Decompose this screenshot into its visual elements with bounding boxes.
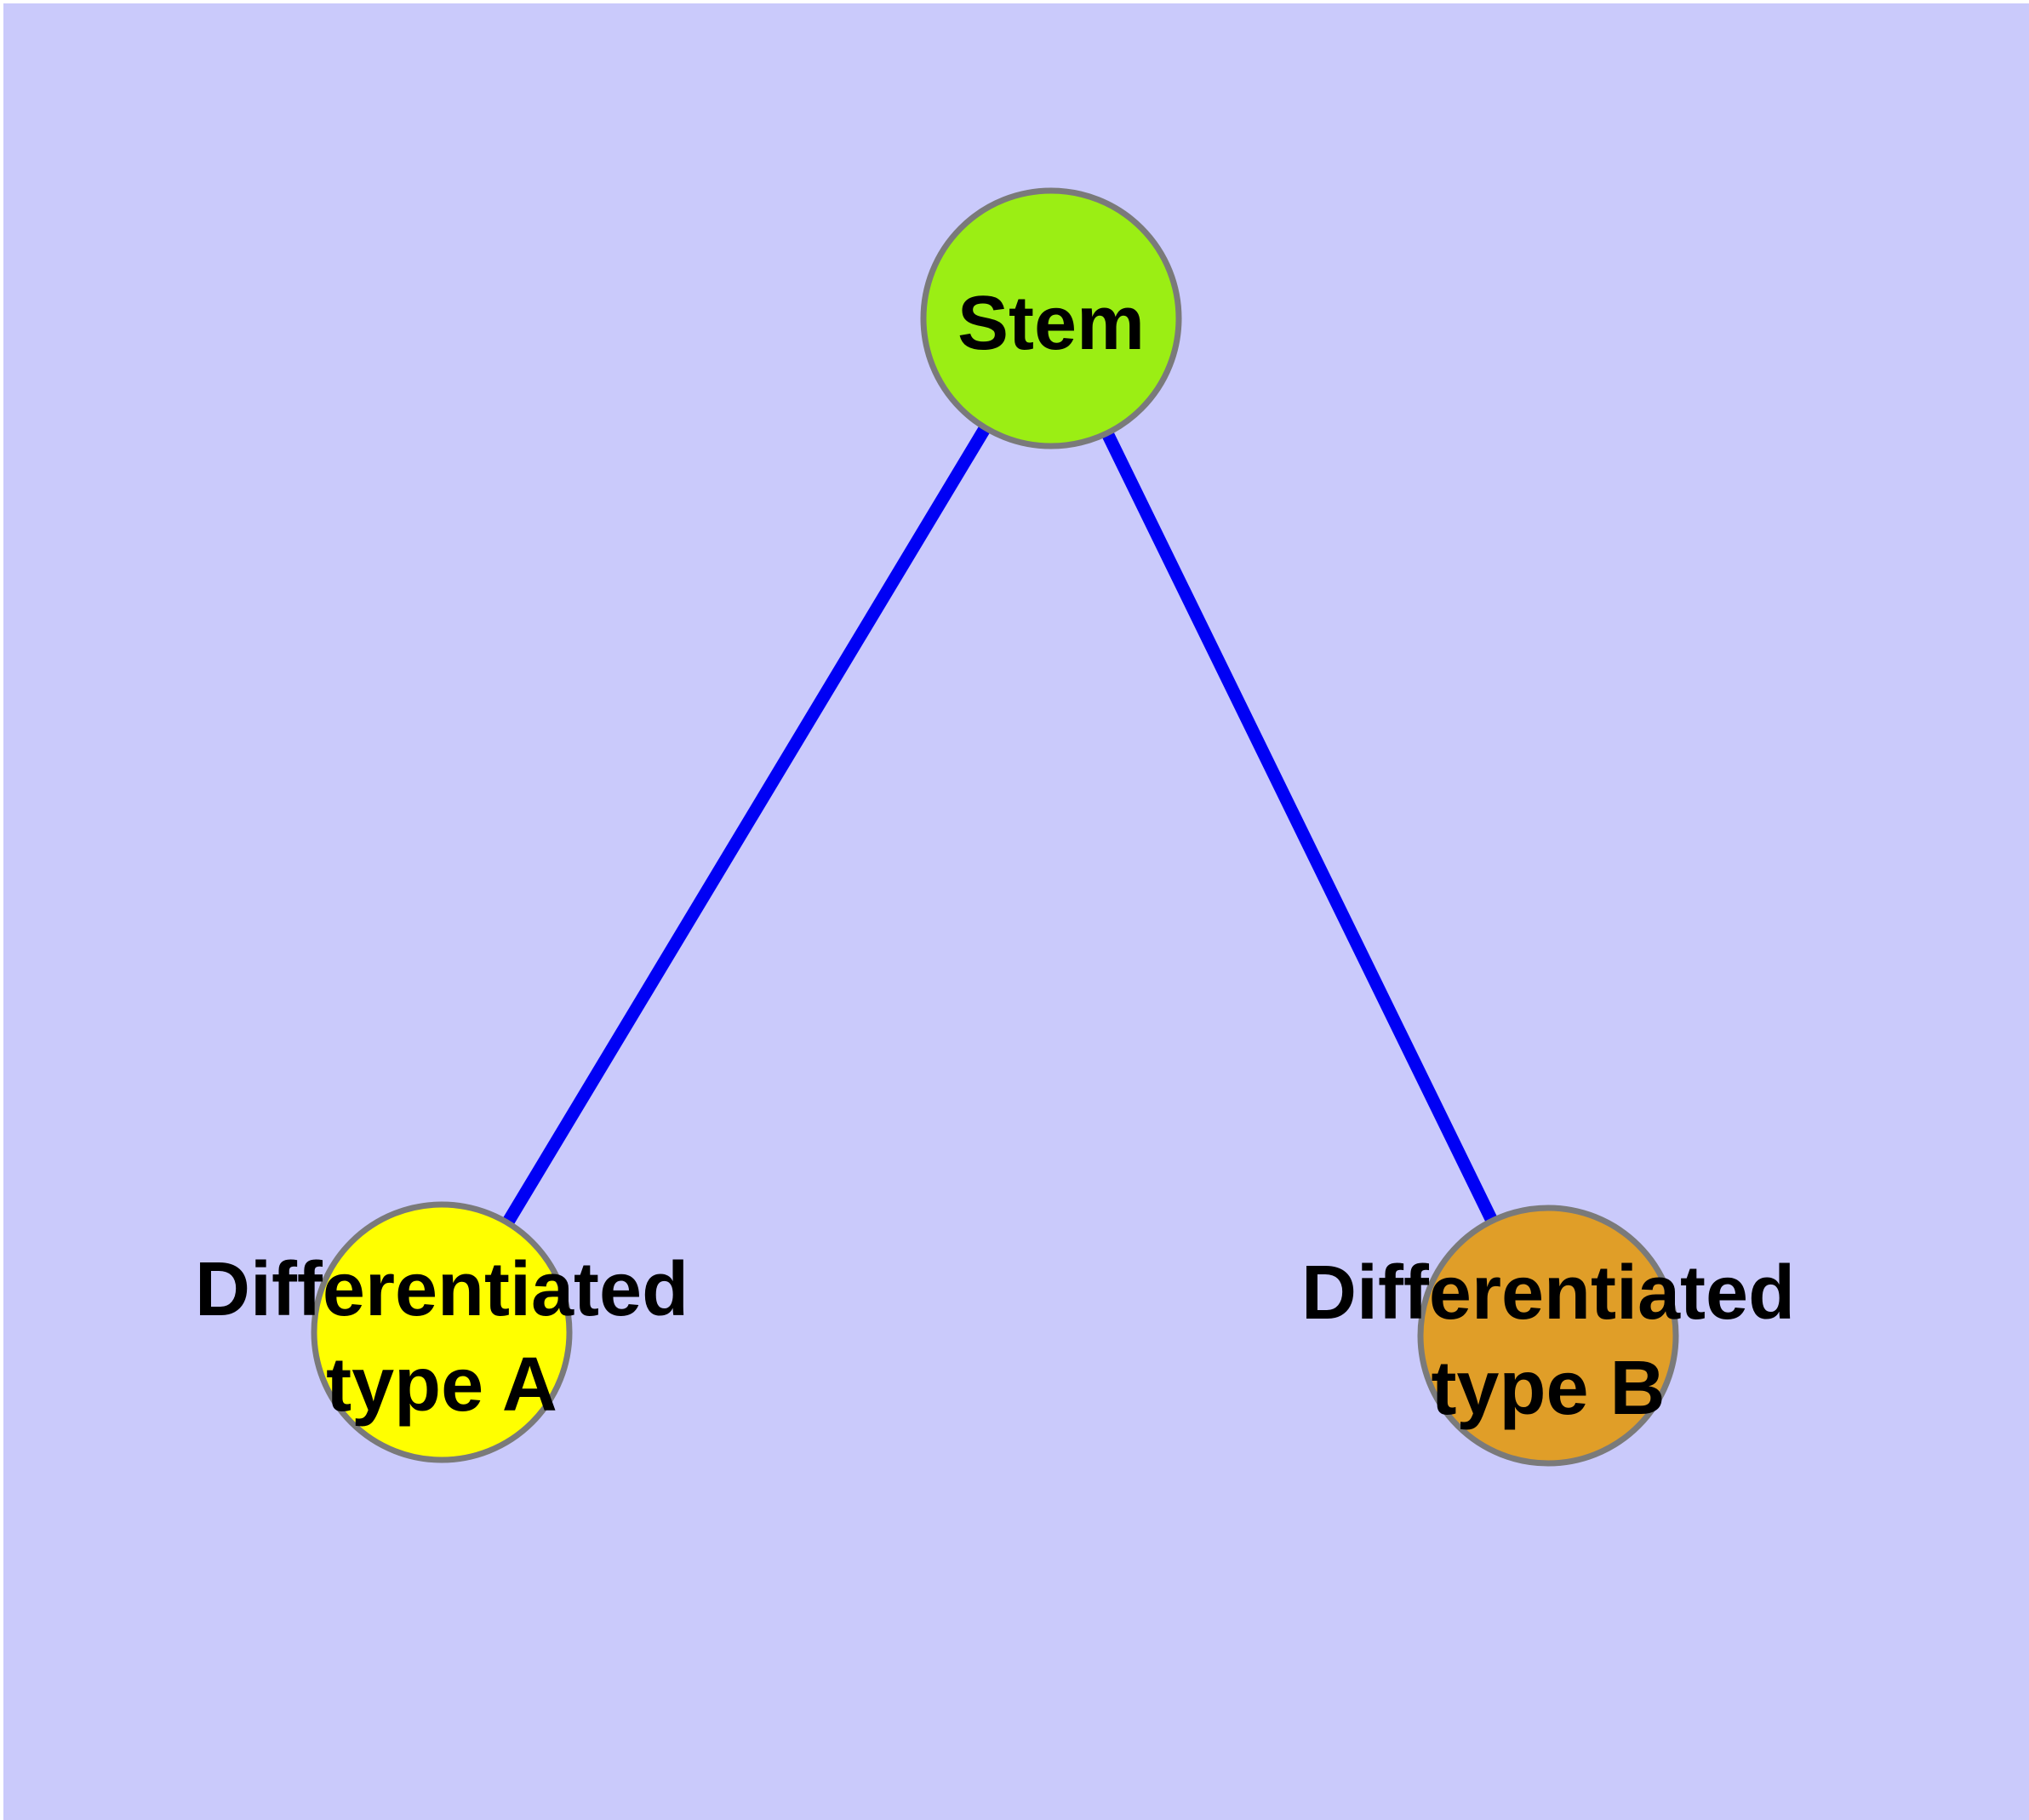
label-line: Differentiated	[194, 1247, 689, 1332]
edge-stem-to-differentiated-type-b	[1045, 315, 1554, 1339]
node-circle-differentiated-type-b	[1417, 1205, 1679, 1467]
node-circle-stem	[920, 187, 1182, 449]
node-circle-differentiated-type-a	[311, 1201, 573, 1463]
node-label-differentiated-type-b: Differentiated type B	[1301, 1245, 1795, 1436]
label-line: Stem	[957, 281, 1146, 366]
edge-stem-to-differentiated-type-a	[436, 315, 1057, 1336]
node-label-stem: Stem	[957, 276, 1145, 371]
node-label-differentiated-type-a: Differentiated type A	[195, 1242, 689, 1433]
label-line: Differentiated	[1300, 1251, 1796, 1336]
label-line: type B	[1431, 1346, 1666, 1431]
label-line: type A	[326, 1342, 557, 1428]
